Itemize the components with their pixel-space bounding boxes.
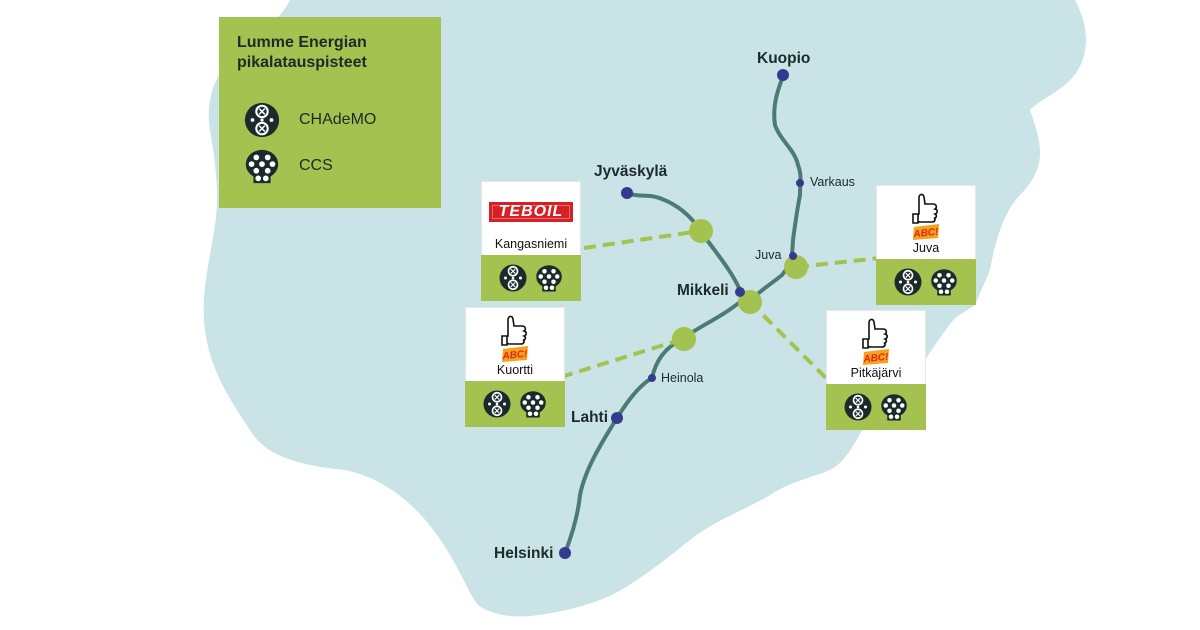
station-name: Kuortti xyxy=(496,363,534,377)
city-dots xyxy=(559,69,804,559)
ccs-connector-icon xyxy=(879,392,909,422)
label-jyvaskyla: Jyväskylä xyxy=(594,163,668,180)
label-mikkeli: Mikkeli xyxy=(677,282,729,299)
dot-heinola xyxy=(648,374,656,382)
ccs-connector-icon xyxy=(518,389,548,419)
chademo-connector-icon xyxy=(893,267,923,297)
thumbs-up-abc-icon xyxy=(909,190,943,244)
label-varkaus: Varkaus xyxy=(810,175,855,189)
station-connectors xyxy=(876,259,976,305)
chademo-connector-icon xyxy=(243,101,281,139)
dot-juva xyxy=(789,252,797,260)
dot-lahti xyxy=(611,412,623,424)
legend-panel: Lumme Energian pikalatauspisteet CHAdeMO… xyxy=(219,17,441,208)
node-juva xyxy=(784,255,808,279)
road-kuopio-mikkeli xyxy=(747,74,803,306)
label-lahti: Lahti xyxy=(571,409,609,426)
teboil-logo: TEBOIL xyxy=(482,190,580,222)
label-kuopio: Kuopio xyxy=(757,50,811,67)
teboil-logo-text: TEBOIL xyxy=(498,203,564,220)
thumbs-up-abc-icon xyxy=(859,315,893,369)
station-card-kangasniemi[interactable]: TEBOIL Kangasniemi xyxy=(481,181,581,301)
legend-item-ccs: CCS xyxy=(243,147,333,185)
dot-jyvaskyla xyxy=(621,187,633,199)
dot-kuopio xyxy=(777,69,789,81)
legend-item-chademo: CHAdeMO xyxy=(243,101,376,139)
chademo-connector-icon xyxy=(482,389,512,419)
station-card-juva[interactable]: Juva xyxy=(876,185,976,305)
station-name: Juva xyxy=(912,241,940,255)
ccs-connector-icon xyxy=(929,267,959,297)
node-mikkeli xyxy=(738,290,762,314)
teboil-logo-badge: TEBOIL xyxy=(489,202,573,222)
charging-nodes xyxy=(672,219,808,351)
dot-mikkeli xyxy=(735,287,745,297)
legend-label-chademo: CHAdeMO xyxy=(299,111,377,128)
station-header: TEBOIL Kangasniemi xyxy=(481,181,581,255)
legend-title: Lumme Energian pikalatauspisteet xyxy=(237,34,367,71)
station-header: Kuortti xyxy=(465,307,565,381)
thumbs-up-abc-icon xyxy=(498,312,532,366)
station-connectors xyxy=(481,255,581,301)
chademo-connector-icon xyxy=(498,263,528,293)
chademo-connector-icon xyxy=(843,392,873,422)
node-kangasniemi xyxy=(689,219,713,243)
station-connectors xyxy=(560,229,881,382)
station-card-kuortti[interactable]: Kuortti xyxy=(465,307,565,427)
label-helsinki: Helsinki xyxy=(494,545,554,562)
label-juva-town: Juva xyxy=(755,248,782,262)
station-header: Pitkäjärvi xyxy=(826,310,926,384)
road-jyvaskyla-mikkeli xyxy=(625,191,742,292)
dot-helsinki xyxy=(559,547,571,559)
node-kuortti xyxy=(672,327,696,351)
label-heinola: Heinola xyxy=(661,371,704,385)
station-name: Kangasniemi xyxy=(494,237,568,251)
station-name: Pitkäjärvi xyxy=(850,366,902,380)
ccs-connector-icon xyxy=(534,263,564,293)
legend-label-ccs: CCS xyxy=(299,157,333,174)
station-connectors xyxy=(826,384,926,430)
dot-varkaus xyxy=(796,179,804,187)
station-card-pitkajarvi[interactable]: Pitkäjärvi xyxy=(826,310,926,430)
ccs-connector-icon xyxy=(243,147,281,185)
station-header: Juva xyxy=(876,185,976,259)
station-connectors xyxy=(465,381,565,427)
